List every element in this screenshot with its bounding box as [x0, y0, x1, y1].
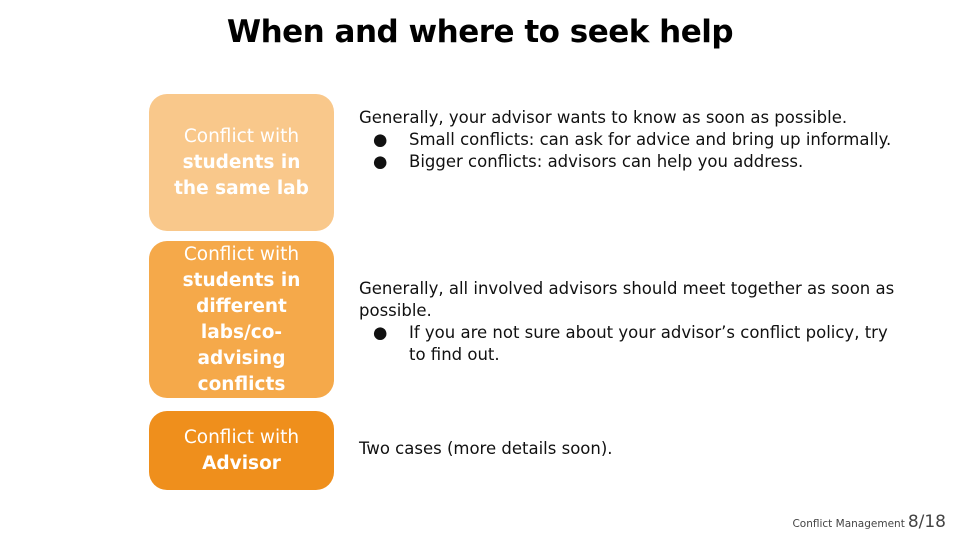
bullet-dot: ● — [373, 130, 388, 149]
card-label-light: Conflict with — [183, 125, 300, 147]
bullet-list: ● If you are not sure about your advisor… — [359, 322, 907, 366]
bullet-item: ● If you are not sure about your advisor… — [359, 322, 907, 366]
card-label-bold: students in different labs/co-advising c… — [182, 269, 301, 395]
description-advisor: Two cases (more details soon). — [359, 438, 919, 460]
bullet-item: ● Bigger conflicts: advisors can help yo… — [359, 151, 919, 173]
description-intro: Generally, all involved advisors should … — [359, 279, 895, 320]
bullet-list: ● Small conflicts: can ask for advice an… — [359, 129, 919, 173]
bullet-text: Small conflicts: can ask for advice and … — [409, 130, 892, 149]
bullet-text: If you are not sure about your advisor’s… — [409, 323, 888, 364]
bullet-dot: ● — [373, 323, 388, 342]
card-different-labs: Conflict with students in different labs… — [149, 241, 334, 398]
card-label-light: Conflict with — [183, 243, 300, 265]
description-different-labs: Generally, all involved advisors should … — [359, 278, 907, 366]
description-same-lab: Generally, your advisor wants to know as… — [359, 107, 919, 173]
card-label-bold: students in the same lab — [174, 151, 309, 199]
card-label-bold: Advisor — [202, 452, 281, 474]
bullet-item: ● Small conflicts: can ask for advice an… — [359, 129, 919, 151]
bullet-text: Bigger conflicts: advisors can help you … — [409, 152, 804, 171]
bullet-dot: ● — [373, 152, 388, 171]
footer-deck-name: Conflict Management — [792, 518, 905, 530]
card-label-light: Conflict with — [183, 426, 300, 448]
page-number: 8/18 — [907, 512, 946, 532]
page-title: When and where to seek help — [226, 14, 734, 50]
description-intro: Two cases (more details soon). — [359, 439, 613, 458]
card-advisor: Conflict with Advisor — [149, 411, 334, 490]
card-same-lab: Conflict with students in the same lab — [149, 94, 334, 231]
description-intro: Generally, your advisor wants to know as… — [359, 108, 848, 127]
